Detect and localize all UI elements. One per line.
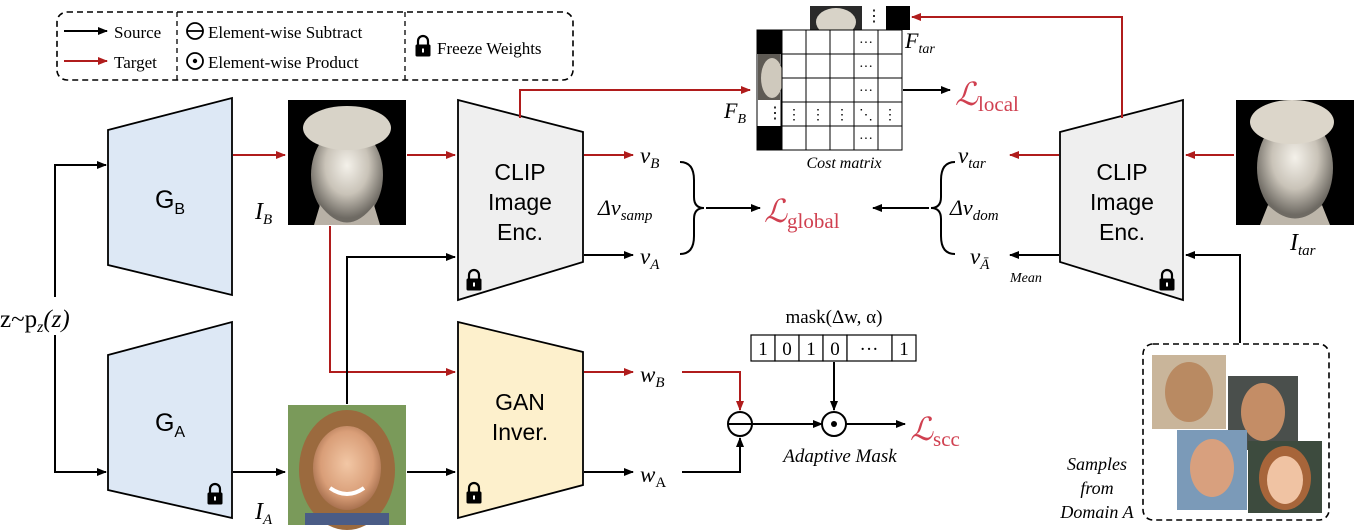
legend: Source Target Element-wise Subtract Elem… [56,11,574,81]
itar-label: Itar [1289,230,1316,259]
legend-freeze-label: Freeze Weights [437,39,542,58]
subtract-icon [186,22,204,40]
svg-text:CLIP: CLIP [494,159,545,185]
mask-bit-2: 0 [782,339,792,360]
z-to-gb-arrow [54,161,107,297]
svg-text:⋮: ⋮ [883,108,897,123]
product-icon [186,52,204,70]
ia-to-clip-arrow [346,253,456,404]
wa-label: wA [640,462,666,491]
dv-dom-label: Δvdom [949,195,999,224]
svg-text:⋮: ⋮ [787,108,801,123]
svg-text:···: ··· [859,84,873,99]
clip-encoder-left: CLIP Image Enc. [457,98,584,302]
svg-text:⋮: ⋮ [866,8,882,25]
generator-gb: GB [107,96,233,297]
image-itar [1236,100,1354,225]
svg-text:···: ··· [859,132,873,147]
wb-label: wB [640,362,665,391]
svg-text:GB: GB [155,186,185,218]
svg-text:z~pz(z): z~pz(z) [0,306,70,336]
generator-ga: GA [107,320,233,520]
ib-label: IB [254,199,272,228]
z-to-ga-arrow [54,335,107,476]
clip-to-fb-arrow [519,86,751,118]
svg-text:···: ··· [859,60,873,75]
clip-to-ftar-arrow [911,13,1123,118]
scc-loss-label: ℒscc [910,411,960,451]
wa-to-subtract-arrow [682,437,744,473]
product-node-icon [821,411,847,437]
image-ib [288,100,406,225]
left-brace [679,161,705,255]
local-loss-label: ℒlocal [955,76,1019,116]
ia-label: IA [254,499,273,528]
mask-bit-4: 0 [830,339,840,360]
va-label: vA [640,244,660,273]
svg-text:Image: Image [488,189,552,215]
svg-text:Inver.: Inver. [492,419,548,445]
mask-bit-last: 1 [899,339,909,360]
svg-text:⋮: ⋮ [811,108,825,123]
legend-subtract-label: Element-wise Subtract [208,23,363,42]
gan-inversion: GAN Inver. [457,320,584,520]
global-loss-label: ℒglobal [764,193,840,233]
mask-bit-3: 1 [806,339,816,360]
mean-label: Mean [1009,271,1042,286]
right-brace [930,161,956,255]
cost-matrix: ⋮ ⋮ ··· ··· ··· ··· ⋮ ⋮ ⋮ ⋱ ⋮ [756,6,910,151]
svg-text:Image: Image [1090,189,1154,215]
dv-samp-label: Δvsamp [597,195,653,224]
samples-line-1: Samples [1067,454,1127,474]
image-ia [288,405,406,530]
ib-to-gan-arrow [329,226,456,376]
legend-border [56,11,574,81]
ftar-label: Ftar [904,28,935,57]
svg-text:⋮: ⋮ [835,108,849,123]
svg-text:⋮: ⋮ [767,105,783,122]
mask-bit-ellipsis: ··· [860,339,879,360]
legend-source-label: Source [114,23,161,42]
samples-to-clip-arrow [1185,251,1241,343]
cost-matrix-label: Cost matrix [806,155,881,172]
mask-vector: 1 0 1 0 ··· 1 [750,334,917,362]
legend-lock-icon [414,34,432,58]
vabar-label: vĀ [970,244,990,273]
legend-product-label: Element-wise Product [208,53,359,72]
samples-line-2: from [1080,478,1113,498]
vb-label: vB [640,143,659,172]
mask-bit-1: 1 [758,339,768,360]
samples-line-3: Domain A [1059,502,1134,522]
svg-text:···: ··· [859,36,873,51]
wb-to-subtract-arrow [682,371,744,411]
svg-text:GAN: GAN [495,389,545,415]
subtract-node-icon [727,411,753,437]
adaptive-mask-label: Adaptive Mask [781,446,897,467]
svg-text:GA: GA [155,409,185,441]
fb-label: FB [723,98,746,127]
svg-text:CLIP: CLIP [1096,159,1147,185]
svg-text:Enc.: Enc. [1099,219,1145,245]
samples-box [1142,343,1330,521]
latent-label: z~pz(z) [0,306,70,336]
svg-text:⋱: ⋱ [859,108,873,123]
mask-function-label: mask(Δw, α) [786,307,883,328]
clip-encoder-right: CLIP Image Enc. [1059,98,1184,302]
legend-target-label: Target [114,53,157,72]
svg-text:Enc.: Enc. [497,219,543,245]
vtar-label: vtar [958,143,986,172]
